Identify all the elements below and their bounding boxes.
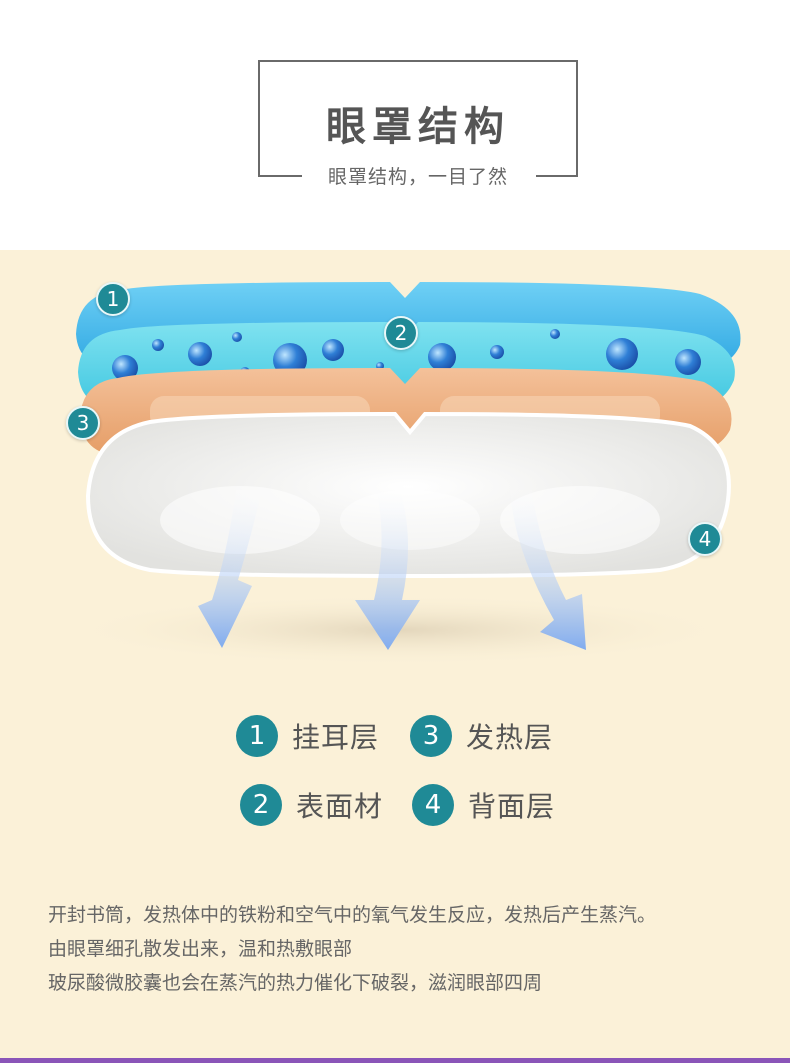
header-section: 眼罩结构 眼罩结构，一目了然 — [0, 0, 790, 250]
badge-layer-1: 1 — [96, 282, 130, 316]
legend-item-surface: 2 表面材 — [240, 784, 383, 826]
bubble — [112, 355, 138, 381]
eye-mask-layers-diagram — [60, 282, 741, 666]
steam-cloud — [340, 490, 480, 550]
badge-layer-2: 2 — [384, 316, 418, 350]
legend-item-heating: 3 发热层 — [410, 715, 553, 757]
title-frame: 眼罩结构 — [258, 60, 578, 177]
badge-layer-3: 3 — [66, 406, 100, 440]
content-panel: 1 2 3 4 1 挂耳层 3 发热层 2 表面材 4 背面层 开封书筒，发热体… — [0, 250, 790, 1058]
legend-number: 4 — [412, 784, 454, 826]
subtitle-divider-right — [536, 175, 578, 177]
bubble — [428, 343, 456, 371]
description-line: 由眼罩细孔散发出来，温和热敷眼部 — [48, 938, 353, 960]
legend-label: 表面材 — [296, 790, 384, 823]
bubble — [376, 362, 384, 370]
bubble — [606, 338, 638, 370]
subtitle-row: 眼罩结构，一目了然 — [258, 160, 578, 190]
legend-label: 背面层 — [468, 790, 556, 823]
steam-arrow-left — [198, 490, 262, 648]
legend-number: 2 — [240, 784, 282, 826]
bubble — [675, 349, 701, 375]
bottom-accent-bar — [0, 1058, 790, 1063]
bubble — [232, 332, 242, 342]
subtitle-divider-left — [258, 175, 302, 177]
page-subtitle: 眼罩结构，一目了然 — [327, 166, 508, 188]
bubble — [188, 342, 212, 366]
legend-item-back: 4 背面层 — [412, 784, 555, 826]
bubble — [322, 339, 344, 361]
badge-layer-4: 4 — [688, 522, 722, 556]
bubble — [152, 339, 164, 351]
steam-arrow-right — [510, 490, 586, 650]
bubble — [550, 329, 560, 339]
steam-arrow-center — [355, 490, 420, 650]
legend-label: 挂耳层 — [292, 721, 380, 754]
legend-label: 发热层 — [466, 721, 554, 754]
description-line: 玻尿酸微胶囊也会在蒸汽的热力催化下破裂，滋润眼部四周 — [48, 972, 543, 994]
description-block: 开封书筒，发热体中的铁粉和空气中的氧气发生反应，发热后产生蒸汽。 由眼罩细孔散发… — [48, 898, 768, 1000]
legend-item-ear-loop: 1 挂耳层 — [236, 715, 379, 757]
page-title: 眼罩结构 — [326, 103, 510, 150]
legend-number: 1 — [236, 715, 278, 757]
description-line: 开封书筒，发热体中的铁粉和空气中的氧气发生反应，发热后产生蒸汽。 — [48, 904, 657, 926]
bubble — [490, 345, 504, 359]
legend-number: 3 — [410, 715, 452, 757]
